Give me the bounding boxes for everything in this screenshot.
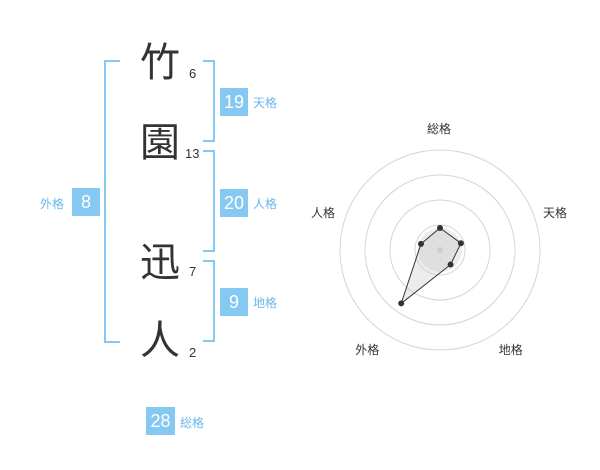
radar-point-4	[417, 240, 424, 247]
stroke-count-4: 2	[189, 345, 197, 360]
radar-axis-label-2: 地格	[498, 342, 523, 357]
name-char-1: 竹	[140, 40, 180, 86]
radar-axis-label-1: 天格	[543, 206, 568, 221]
jinkaku-bracket	[203, 150, 215, 252]
radar-point-0	[437, 225, 443, 231]
gaikaku-label: 外格	[40, 197, 65, 211]
radar-axis-label-3: 外格	[355, 342, 380, 357]
gaikaku-value: 8	[72, 188, 100, 216]
gaikaku-bracket	[104, 60, 120, 343]
radar-axis-label-0: 総格	[427, 122, 452, 136]
radar-ring-3	[364, 174, 516, 326]
radar-axis-label-4: 人格	[310, 206, 335, 221]
radar-series-polygon	[400, 227, 462, 305]
stroke-count-2: 13	[185, 146, 200, 161]
chikaku-bracket	[203, 260, 215, 342]
chikaku-label: 地格	[253, 296, 278, 310]
stroke-count-1: 6	[189, 66, 197, 81]
chikaku-value: 9	[220, 288, 248, 316]
jinkaku-label: 人格	[253, 197, 278, 211]
radar-ring-2	[389, 199, 491, 301]
name-char-4: 人	[140, 318, 180, 364]
radar-ring-4	[339, 149, 541, 351]
soukaku-value: 28	[146, 407, 175, 435]
radar-point-2	[447, 261, 454, 268]
tenkaku-label: 天格	[253, 96, 278, 110]
radar-point-3	[398, 300, 405, 307]
name-char-2: 園	[140, 120, 180, 166]
radar-center	[437, 247, 443, 253]
radar-point-1	[457, 240, 464, 247]
tenkaku-value: 19	[220, 88, 248, 116]
soukaku-label: 総格	[180, 416, 205, 430]
jinkaku-value: 20	[220, 189, 248, 217]
name-char-3: 迅	[140, 240, 180, 286]
stroke-count-3: 7	[189, 264, 197, 279]
tenkaku-bracket	[203, 60, 215, 142]
